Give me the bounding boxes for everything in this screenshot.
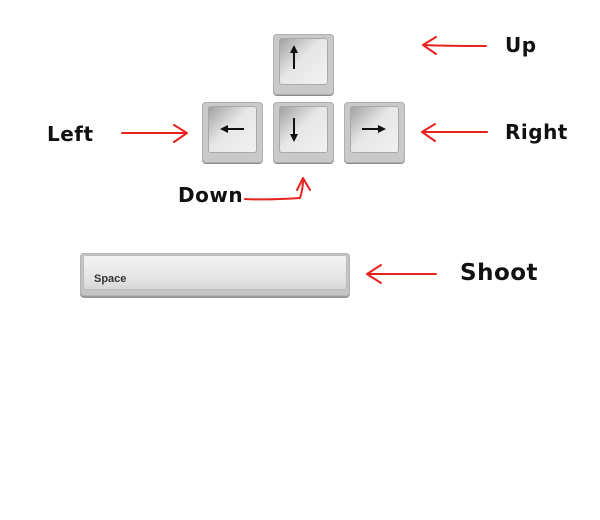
right-arrow-key[interactable]: [344, 102, 405, 163]
down-arrow-key[interactable]: [273, 102, 334, 163]
up-arrow-key[interactable]: [273, 34, 334, 95]
arrow-up-icon: [290, 45, 298, 69]
left-annotation-arrow-icon: [121, 124, 188, 143]
shoot-annotation-arrow-icon: [366, 264, 437, 284]
shoot-label: Shoot: [460, 260, 539, 286]
left-label: Left: [47, 122, 94, 146]
arrow-left-icon: [220, 125, 244, 133]
up-annotation-arrow-icon: [422, 36, 487, 55]
right-label: Right: [505, 120, 568, 144]
right-annotation-arrow-icon: [421, 123, 488, 142]
arrow-right-icon: [362, 125, 386, 133]
space-key[interactable]: Space: [80, 253, 350, 296]
left-arrow-key[interactable]: [202, 102, 263, 163]
space-key-label: Space: [94, 273, 127, 285]
down-label: Down: [178, 183, 244, 207]
up-label: Up: [505, 33, 537, 57]
down-annotation-arrow-icon: [244, 177, 311, 201]
arrow-down-icon: [290, 118, 298, 142]
